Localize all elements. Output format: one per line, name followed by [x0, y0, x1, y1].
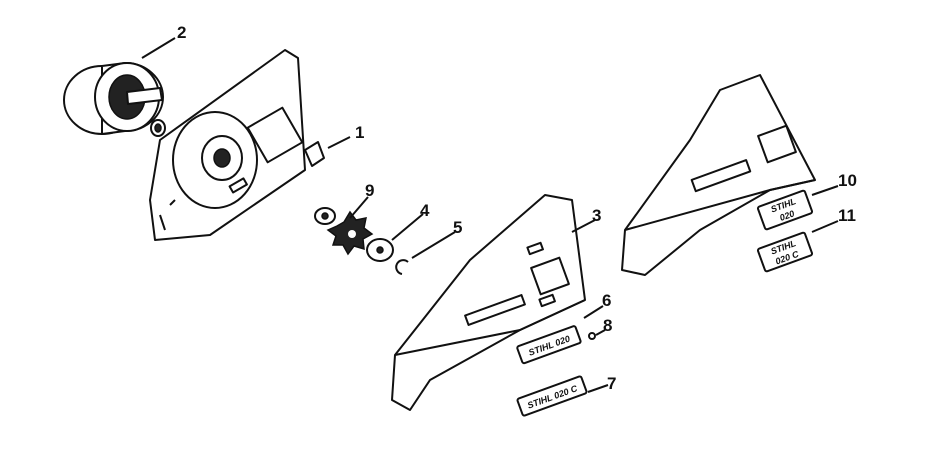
decal-10-line2: 020 [778, 208, 796, 223]
decal-part-7: STIHL 020 C [516, 375, 588, 417]
e-clip [395, 259, 409, 275]
callout-7: 7 [607, 374, 616, 393]
sprocket-cover-alt [621, 74, 816, 276]
leader-lines [141, 37, 839, 393]
decal-part-10: STIHL 020 [756, 189, 814, 231]
washer-part-5 [366, 238, 394, 262]
callout-10: 10 [838, 171, 857, 190]
callout-5: 5 [453, 218, 462, 237]
callout-2: 2 [177, 23, 186, 42]
chain-sprocket-housing [149, 49, 306, 241]
callout-11: 11 [838, 206, 856, 225]
callout-6: 6 [602, 291, 611, 310]
decal-part-6: STIHL 020 [516, 325, 582, 365]
part-1 [304, 141, 325, 167]
callout-9: 9 [365, 181, 374, 200]
callout-1: 1 [355, 123, 364, 142]
screw-part-8 [588, 332, 596, 340]
washer-part-9 [314, 207, 336, 225]
clutch-drum-part-2 [63, 62, 166, 137]
decal-part-11: STIHL 020 C [756, 231, 814, 273]
sprocket-cover-part-3 [391, 194, 586, 411]
callout-4: 4 [420, 201, 430, 220]
callout-3: 3 [592, 206, 601, 225]
callout-8: 8 [603, 316, 612, 335]
sprocket-part-4 [326, 210, 374, 256]
